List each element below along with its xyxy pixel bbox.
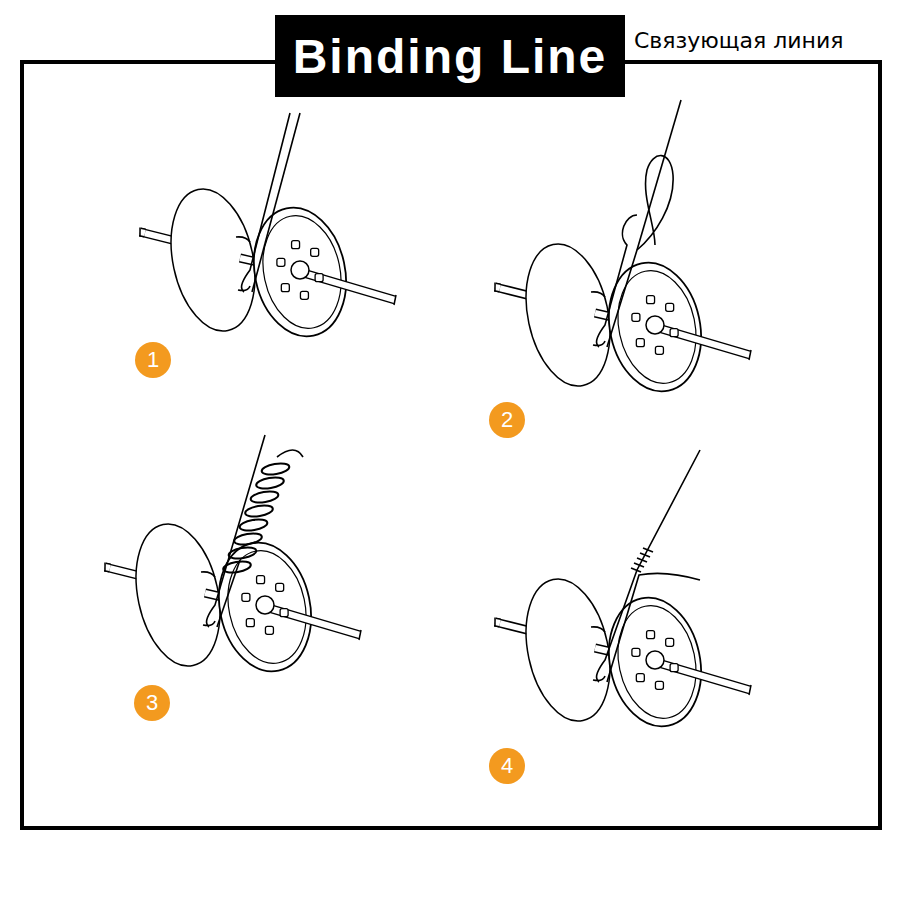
callout-number: 4 (489, 748, 525, 784)
callout-number: 1 (135, 342, 171, 378)
spool-illustration (105, 435, 361, 680)
spool-illustration (495, 450, 751, 735)
spool-illustration (140, 113, 396, 345)
title: Binding Line (275, 15, 625, 97)
subtitle: Связующая линия (632, 28, 846, 53)
spool-illustration (495, 100, 751, 400)
callout-number: 3 (134, 685, 170, 721)
callout-number: 2 (489, 402, 525, 438)
frame (22, 62, 880, 828)
